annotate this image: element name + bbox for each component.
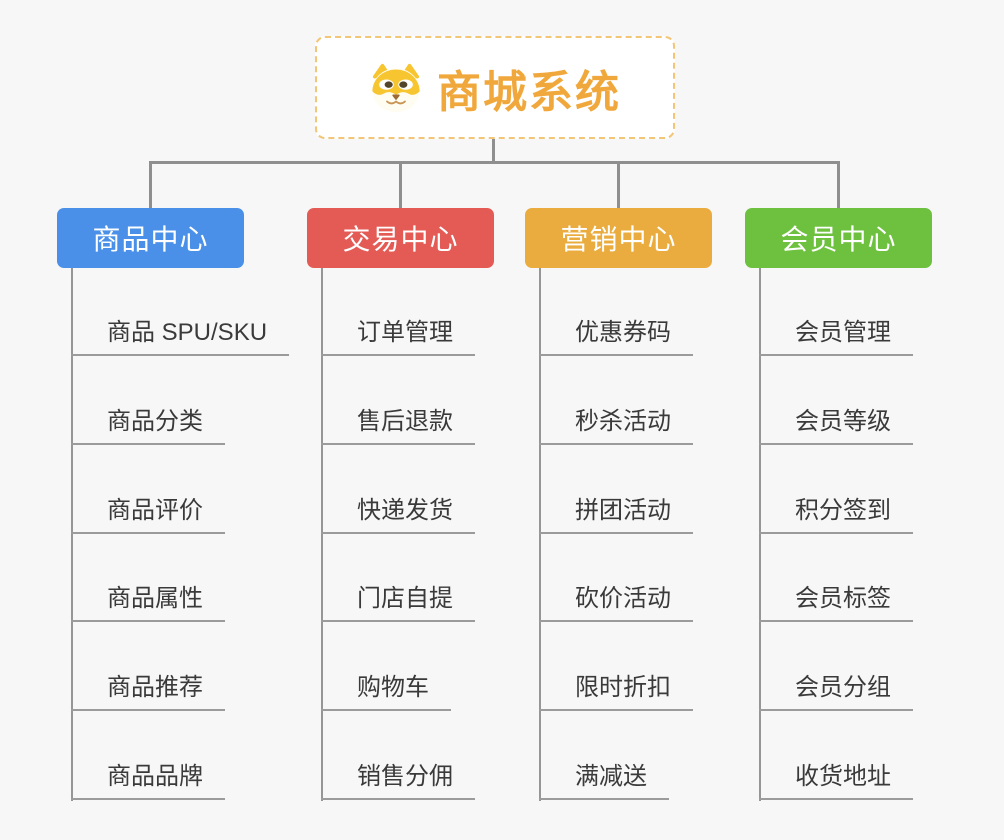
branch-column-product: 商品中心 商品 SPU/SKU 商品分类 商品评价 商品属性 商品推荐 商品品牌 [57,208,290,808]
branch-header-marketing-center[interactable]: 营销中心 [525,208,712,268]
leaf-product-brand[interactable]: 商品品牌 [71,762,225,800]
branch-label: 交易中心 [342,224,459,255]
branch-header-trade-center[interactable]: 交易中心 [307,208,494,268]
leaf-product-review[interactable]: 商品评价 [71,496,225,534]
branch-column-member: 会员中心 会员管理 会员等级 积分签到 会员标签 会员分组 收货地址 [745,208,935,808]
root-connector-line [492,139,495,164]
connector-drop-product [149,161,152,208]
branch-label: 会员中心 [780,224,897,255]
leaf-product-category[interactable]: 商品分类 [71,407,225,445]
branch-connector-line [759,268,761,801]
leaf-time-limited-discount[interactable]: 限时折扣 [539,673,693,711]
branch-header-product-center[interactable]: 商品中心 [57,208,244,268]
branch-connector-line [71,268,73,801]
branch-label: 商品中心 [92,224,209,255]
leaf-sales-commission[interactable]: 销售分佣 [321,762,475,800]
connector-drop-trade [399,161,402,208]
branch-label: 营销中心 [560,224,677,255]
leaf-points-checkin[interactable]: 积分签到 [759,496,913,534]
root-title: 商城系统 [437,67,621,117]
leaf-shopping-cart[interactable]: 购物车 [321,673,451,711]
leaf-product-attribute[interactable]: 商品属性 [71,584,225,622]
leaf-product-recommend[interactable]: 商品推荐 [71,673,225,711]
branch-connector-line [321,268,323,801]
connector-drop-marketing [617,161,620,208]
leaf-group-buying[interactable]: 拼团活动 [539,496,693,534]
leaf-order-management[interactable]: 订单管理 [321,318,475,356]
leaf-full-reduction-gift[interactable]: 满减送 [539,762,669,800]
root-node[interactable]: 商城系统 [315,36,675,139]
leaf-product-spu-sku[interactable]: 商品 SPU/SKU [71,318,290,356]
branch-connector-line [539,268,541,801]
leaf-express-delivery[interactable]: 快递发货 [321,496,475,534]
leaf-member-management[interactable]: 会员管理 [759,318,913,356]
branch-column-trade: 交易中心 订单管理 售后退款 快递发货 门店自提 购物车 销售分佣 [307,208,497,808]
leaf-bargain-activity[interactable]: 砍价活动 [539,584,693,622]
leaf-member-tag[interactable]: 会员标签 [759,584,913,622]
branch-header-member-center[interactable]: 会员中心 [745,208,932,268]
leaf-store-pickup[interactable]: 门店自提 [321,584,475,622]
shiba-dog-icon [372,63,420,112]
leaf-coupon-code[interactable]: 优惠券码 [539,318,693,356]
leaf-member-group[interactable]: 会员分组 [759,673,913,711]
leaf-flash-sale[interactable]: 秒杀活动 [539,407,693,445]
leaf-shipping-address[interactable]: 收货地址 [759,762,913,800]
connector-drop-member [837,161,840,208]
leaf-after-sales-refund[interactable]: 售后退款 [321,407,475,445]
branch-column-marketing: 营销中心 优惠券码 秒杀活动 拼团活动 砍价活动 限时折扣 满减送 [525,208,715,808]
leaf-member-level[interactable]: 会员等级 [759,407,913,445]
connector-bus-line [149,161,839,164]
